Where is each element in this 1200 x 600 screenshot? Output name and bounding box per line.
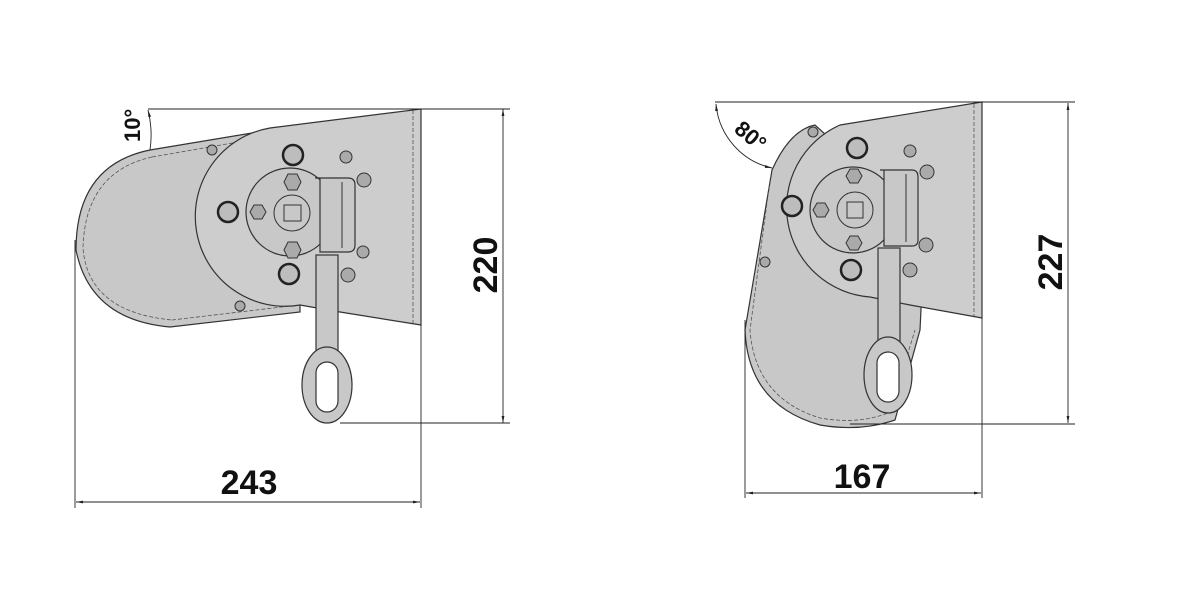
- screw-icon: [759, 126, 935, 278]
- mounting-hole: [281, 143, 305, 167]
- left-height-label: 220: [467, 237, 505, 294]
- hex-nut: [845, 235, 863, 251]
- hex-nut: [283, 241, 302, 259]
- hex-nut: [845, 168, 863, 184]
- crank-bracket: [880, 169, 919, 247]
- left-width-label: 243: [221, 464, 278, 502]
- left-angle-label: 10°: [120, 109, 145, 142]
- mounting-hole: [839, 258, 863, 282]
- right-height-label: 227: [1032, 234, 1070, 291]
- mounting-hole: [216, 200, 240, 224]
- crank-arm: [315, 254, 339, 356]
- left-view: 10° 220 243: [74, 108, 510, 508]
- hex-nut: [283, 173, 302, 191]
- crank-arm: [877, 247, 901, 349]
- crank-bracket: [315, 177, 356, 253]
- square-drive: [846, 201, 864, 219]
- screw-icon: [206, 144, 372, 312]
- mounting-hole: [780, 194, 804, 218]
- hex-nut: [812, 202, 830, 218]
- square-drive: [283, 204, 302, 222]
- right-angle-label: 80°: [730, 116, 772, 157]
- mounting-hole: [277, 262, 301, 286]
- right-width-label: 167: [834, 458, 891, 496]
- mounting-hole: [845, 136, 869, 160]
- right-view: 80° 227 167: [715, 101, 1075, 498]
- hex-nut: [249, 204, 267, 220]
